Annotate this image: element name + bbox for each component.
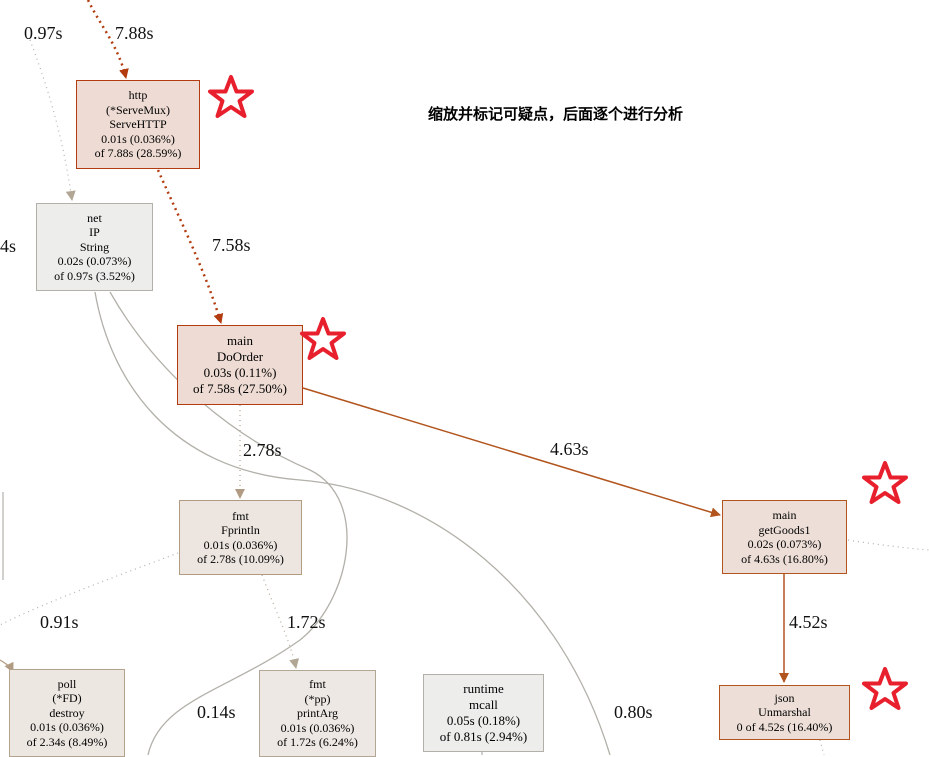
node-line: of 2.34s (8.49%) — [26, 734, 108, 749]
node-line: of 2.78s (10.09%) — [197, 552, 284, 566]
node-line: fmt — [309, 677, 326, 692]
node-line: http — [128, 88, 148, 103]
edge-label: 0.97s — [24, 23, 63, 43]
edge-http-to-doorder — [156, 169, 224, 324]
node-line: 0.05s (0.18%) — [446, 713, 521, 728]
edge-label: 2.78s — [243, 440, 282, 460]
node-line: 0.01s (0.036%) — [280, 720, 355, 735]
edge-net-ip-long-curve — [94, 291, 611, 755]
edge-label: 1.72s — [287, 612, 326, 632]
edge-label: 4.52s — [789, 612, 828, 632]
node-line: String — [79, 239, 110, 254]
node-line: poll — [57, 676, 77, 691]
edge-label: 4s — [0, 236, 17, 256]
edge-doorder-to-getgoods — [302, 387, 721, 518]
edge-label: 7.58s — [212, 235, 251, 255]
node-line: of 0.81s (2.94%) — [439, 729, 528, 744]
node-line: mcall — [469, 697, 498, 712]
edge-unmarshal-bottom — [819, 739, 825, 755]
node-line: 0.01s (0.036%) — [101, 131, 175, 146]
node-line: main — [772, 508, 797, 522]
node-line: Fprintln — [221, 523, 260, 537]
node-line: (*FD) — [52, 691, 82, 706]
edge-fprintln-left — [0, 552, 179, 626]
node-line: 0.02s (0.073%) — [747, 537, 822, 551]
node-line: net — [87, 210, 102, 225]
edge-fprintln-to-printarg — [261, 574, 300, 669]
node-line: json — [774, 690, 795, 705]
node-line: Unmarshal — [758, 705, 811, 720]
node-line: of 1.72s (6.24%) — [277, 735, 358, 750]
node-line: destroy — [49, 705, 85, 720]
star-marker-icon — [300, 317, 346, 360]
star-marker-icon — [862, 461, 908, 504]
node-line: ServeHTTP — [109, 117, 167, 132]
node-line: getGoods1 — [758, 522, 811, 537]
edge-label: 0.91s — [40, 612, 79, 632]
star-marker-icon — [862, 667, 908, 710]
annotation-text: 缩放并标记可疑点，后面逐个进行分析 — [428, 105, 684, 123]
edge-label: 0.14s — [197, 702, 236, 722]
edge-label: 4.63s — [550, 439, 589, 459]
node-line: (*ServeMux) — [106, 102, 170, 117]
edge-label: 0.80s — [614, 702, 653, 722]
node-line: of 0.97s (3.52%) — [54, 268, 135, 283]
node-line: runtime — [463, 681, 504, 696]
node-line: DoOrder — [216, 349, 264, 364]
node-line: IP — [89, 225, 100, 240]
node-line: of 4.63s (16.80%) — [741, 551, 828, 566]
node-line: main — [227, 333, 253, 348]
node-line: 0.01s (0.036%) — [203, 537, 278, 552]
node-line: printArg — [296, 706, 339, 721]
edge-top-into-net-ip — [29, 39, 76, 201]
edge-getgoods-right — [847, 539, 929, 551]
star-marker-icon — [208, 75, 254, 118]
node-line: 0.01s (0.036%) — [30, 720, 104, 735]
node-line: of 7.58s (27.50%) — [193, 381, 287, 396]
node-line: 0.02s (0.073%) — [57, 254, 132, 269]
node-line: (*pp) — [304, 691, 331, 706]
node-line: fmt — [232, 508, 249, 523]
edge-label: 7.88s — [115, 23, 154, 43]
node-line: of 7.88s (28.59%) — [94, 146, 182, 161]
node-line: 0.03s (0.11%) — [203, 365, 277, 380]
node-line: 0 of 4.52s (16.40%) — [736, 719, 833, 734]
